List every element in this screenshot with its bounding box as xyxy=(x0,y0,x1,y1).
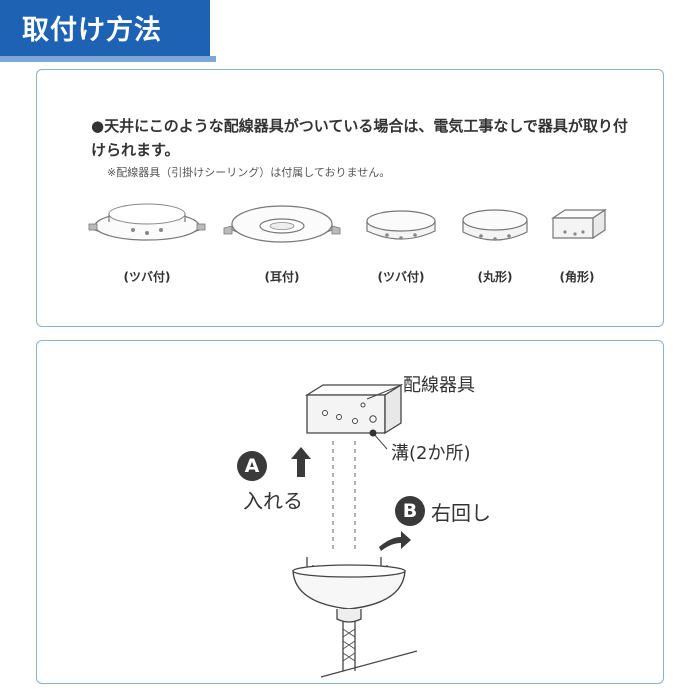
up-arrow-icon xyxy=(291,447,311,477)
installation-steps-panel: 配線器具 溝(2か所) A 入れる B 右回し xyxy=(36,340,664,684)
fixture-label-small-flange: (ツバ付) xyxy=(377,270,425,284)
not-included-note: ※配線器具（引掛けシーリング）は付属しておりません。 xyxy=(107,166,391,179)
ceiling-rose-small-flange-icon xyxy=(366,210,436,240)
step-b-badge: B xyxy=(395,496,425,526)
section-title: 取付け方法 xyxy=(22,15,162,46)
ceiling-rose-square-icon xyxy=(551,208,607,240)
light-canopy-illustration xyxy=(292,557,418,678)
fixture-label-flange: (ツバ付) xyxy=(123,270,171,284)
ceiling-rose-round-icon xyxy=(462,209,528,241)
step-b-label: 右回し xyxy=(431,501,491,525)
groove-label: 溝(2か所) xyxy=(391,443,471,464)
fixture-label-round: (丸形) xyxy=(477,270,513,284)
step-a-label: 入れる xyxy=(243,489,303,513)
ceiling-rose-ear-icon xyxy=(223,205,341,243)
section-header: 取付け方法 xyxy=(0,0,216,62)
compatibility-note: ●天井にこのような配線器具がついている場合は、電気工事なしで器具が取り付けられま… xyxy=(91,117,628,159)
step-a-badge: A xyxy=(237,451,267,481)
rotate-right-arrow-icon xyxy=(379,531,411,551)
wiring-fixture-label: 配線器具 xyxy=(403,375,475,396)
wiring-fixture-illustration xyxy=(304,383,404,435)
ceiling-rose-flange-icon xyxy=(88,203,206,241)
fixture-label-square: (角形) xyxy=(559,270,595,284)
label-leader-lines xyxy=(332,385,400,551)
fixture-label-ear: (耳付) xyxy=(264,270,300,284)
compatible-fixtures-panel: ●天井にこのような配線器具がついている場合は、電気工事なしで器具が取り付けられま… xyxy=(36,69,664,327)
